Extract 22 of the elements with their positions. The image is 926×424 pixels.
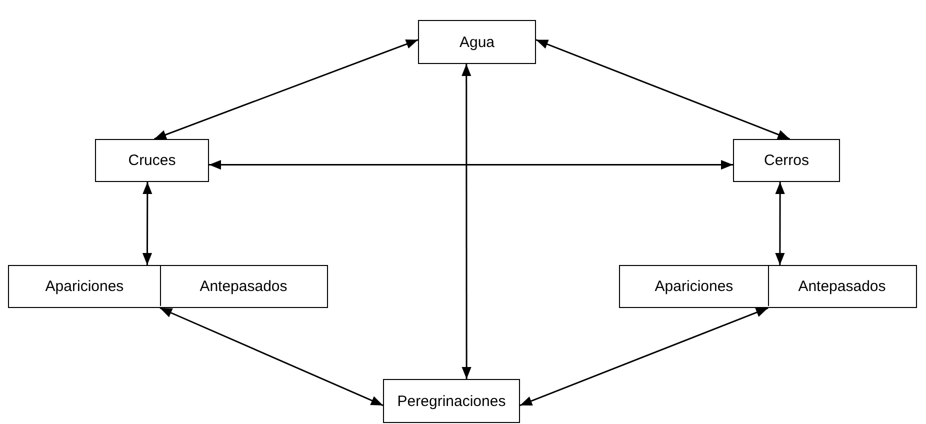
double-arrow bbox=[209, 160, 733, 170]
double-arrow bbox=[160, 307, 384, 406]
double-arrow bbox=[142, 182, 152, 265]
node-label: Peregrinaciones bbox=[397, 392, 506, 410]
text-box bbox=[418, 20, 536, 64]
text-box bbox=[383, 379, 520, 423]
node-label: Apariciones bbox=[45, 278, 124, 294]
double-arrow bbox=[462, 64, 472, 379]
node-label: Agua bbox=[459, 34, 495, 50]
double-arrow bbox=[520, 307, 768, 406]
text-box bbox=[95, 139, 209, 182]
double-arrow bbox=[536, 39, 790, 140]
double-arrow bbox=[775, 182, 785, 265]
node-label: Cruces bbox=[128, 152, 176, 169]
double-arrow bbox=[154, 39, 418, 140]
node-label: Cerros bbox=[764, 152, 809, 169]
split-box bbox=[8, 265, 328, 308]
split-box bbox=[619, 265, 917, 308]
node-label: Apariciones bbox=[654, 278, 734, 294]
node-label: Antepasados bbox=[200, 278, 288, 294]
node-label: Antepasados bbox=[798, 278, 886, 294]
text-box bbox=[733, 139, 840, 182]
